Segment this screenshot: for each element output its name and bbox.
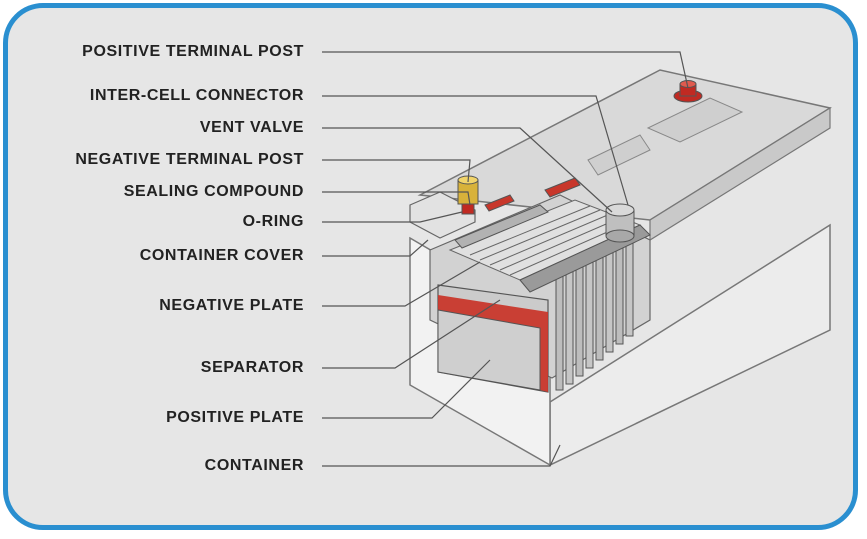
cell-tab <box>544 177 581 198</box>
lid-recess <box>646 97 744 143</box>
lid-recess-2 <box>587 134 651 176</box>
strap-bar-2 <box>454 204 549 249</box>
leader-lines <box>322 51 689 467</box>
label-separator: SEPARATOR <box>200 359 304 376</box>
label-container-cover: CONTAINER COVER <box>139 247 304 264</box>
label-inter-cell-connector: INTER-CELL CONNECTOR <box>89 87 304 104</box>
label-positive-plate: POSITIVE PLATE <box>166 409 304 426</box>
lid-front-edge <box>649 106 831 242</box>
positive-plate-slab <box>437 309 541 391</box>
label-sealing-compound: SEALING COMPOUND <box>123 183 304 200</box>
vent-valve-cylinder <box>605 203 635 243</box>
label-negative-plate: NEGATIVE PLATE <box>159 297 304 314</box>
label-vent-valve: VENT VALVE <box>199 119 304 136</box>
label-o-ring: O-RING <box>242 213 304 230</box>
cell-tab-2 <box>484 194 515 212</box>
label-positive-terminal-post: POSITIVE TERMINAL POST <box>82 43 304 60</box>
label-container: CONTAINER <box>204 457 304 474</box>
label-negative-terminal-post: NEGATIVE TERMINAL POST <box>75 151 304 168</box>
